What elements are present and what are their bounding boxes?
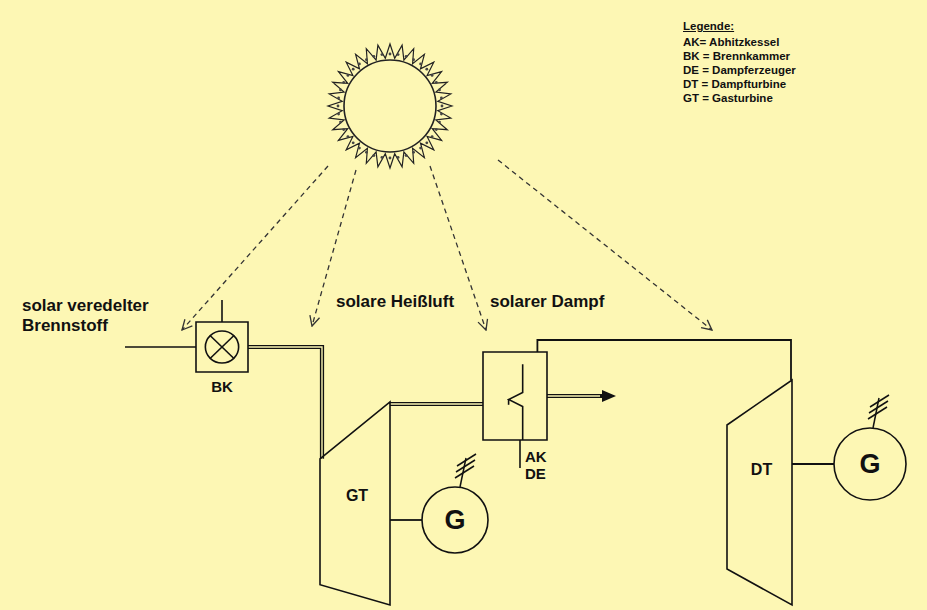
component-label: BK <box>196 378 248 395</box>
component-label: GT <box>326 487 388 505</box>
gas-pipe <box>390 404 483 405</box>
combustion-chamber: BK <box>196 322 248 372</box>
generator: G <box>834 428 906 500</box>
legend-entry: BK = Brennkammer <box>683 49 796 63</box>
generator-letter: G <box>422 505 488 536</box>
solar-ray-arrows <box>182 160 712 330</box>
legend-entry: GT = Gasturbine <box>683 91 796 105</box>
sun-symbol <box>328 44 452 168</box>
air-inlet <box>221 300 223 322</box>
gas-pipe <box>248 347 322 459</box>
shaft-or-pipe <box>537 340 791 380</box>
node-outline <box>196 322 248 372</box>
gas-turbine: GT <box>320 402 390 605</box>
legend-entry: AK= Abhitzkessel <box>683 35 796 49</box>
pipes <box>125 300 520 468</box>
fuel-inlet <box>125 346 196 348</box>
legend-heading: Legende: <box>683 20 734 32</box>
generator-letter: G <box>834 449 906 480</box>
shaft-or-pipe <box>792 464 834 465</box>
solar-label: solare Heißluft <box>336 292 454 312</box>
water-inlet <box>519 440 521 468</box>
node-outline <box>727 380 792 605</box>
exhaust-arrow <box>547 390 616 402</box>
shaft-or-pipe <box>390 520 422 521</box>
steam-turbine: DT <box>727 380 792 605</box>
component-label: DT <box>733 461 790 479</box>
solar-label: solar veredelter Brennstoff <box>22 296 182 336</box>
legend-entry: DE = Dampferzeuger <box>683 63 796 77</box>
generator: G <box>422 487 488 553</box>
component-label: AK DE <box>525 448 547 482</box>
node-outline <box>483 352 547 440</box>
solar-label: solarer Dampf <box>490 292 604 312</box>
legend: AK= AbhitzkesselBK = BrennkammerDE = Dam… <box>683 35 796 105</box>
heat-recovery-boiler: AK DE <box>483 352 547 440</box>
three-phase-mark <box>455 395 889 487</box>
legend-entry: DT = Dampfturbine <box>683 77 796 91</box>
